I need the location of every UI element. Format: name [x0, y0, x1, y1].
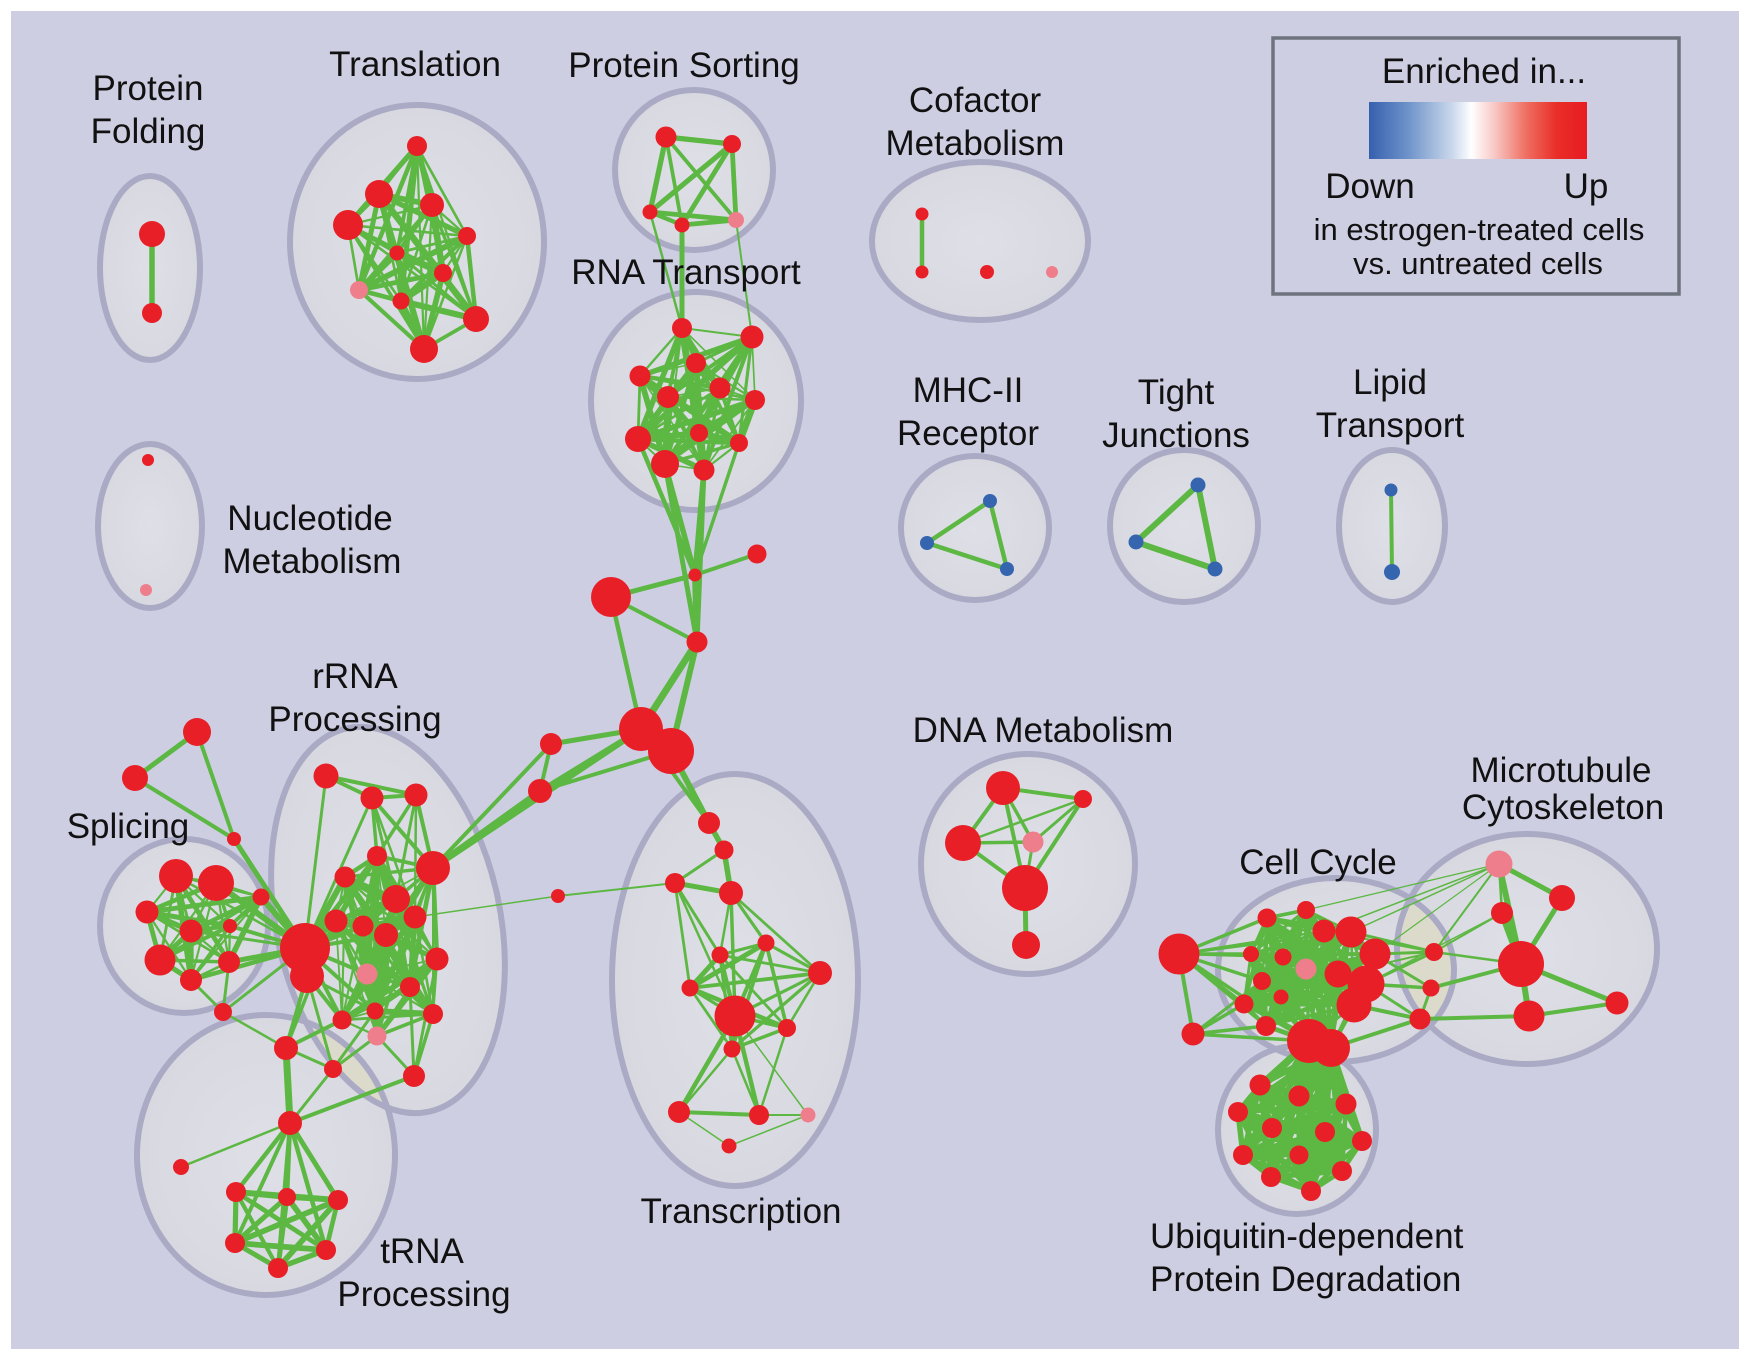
svg-text:Processing: Processing: [337, 1275, 510, 1314]
svg-text:Splicing: Splicing: [67, 807, 190, 846]
svg-text:Down: Down: [1325, 167, 1414, 206]
svg-text:Microtubule: Microtubule: [1471, 751, 1652, 790]
svg-text:Transport: Transport: [1316, 406, 1465, 445]
svg-text:Cofactor: Cofactor: [909, 81, 1042, 120]
svg-text:vs. untreated cells: vs. untreated cells: [1353, 246, 1603, 281]
svg-text:Protein Degradation: Protein Degradation: [1150, 1260, 1461, 1299]
svg-text:Nucleotide: Nucleotide: [227, 499, 392, 538]
svg-text:Ubiquitin-dependent: Ubiquitin-dependent: [1150, 1217, 1464, 1256]
svg-text:RNA Transport: RNA Transport: [571, 253, 801, 292]
svg-text:rRNA: rRNA: [312, 657, 398, 696]
svg-text:in estrogen-treated cells: in estrogen-treated cells: [1314, 212, 1645, 247]
svg-text:Transcription: Transcription: [641, 1192, 842, 1231]
svg-text:MHC-II: MHC-II: [913, 371, 1024, 410]
svg-text:Folding: Folding: [91, 112, 206, 151]
svg-text:tRNA: tRNA: [380, 1232, 464, 1271]
svg-text:Translation: Translation: [329, 45, 501, 84]
svg-text:Tight: Tight: [1138, 373, 1215, 412]
svg-text:Metabolism: Metabolism: [886, 124, 1065, 163]
svg-text:Receptor: Receptor: [897, 414, 1039, 453]
svg-text:DNA Metabolism: DNA Metabolism: [913, 711, 1174, 750]
svg-text:Processing: Processing: [268, 700, 441, 739]
svg-text:Protein: Protein: [93, 69, 204, 108]
svg-text:Lipid: Lipid: [1353, 363, 1427, 402]
svg-text:Junctions: Junctions: [1102, 416, 1250, 455]
svg-text:Cell Cycle: Cell Cycle: [1239, 843, 1397, 882]
svg-text:Up: Up: [1564, 167, 1609, 206]
svg-text:Cytoskeleton: Cytoskeleton: [1462, 788, 1664, 827]
svg-text:Protein Sorting: Protein Sorting: [568, 46, 800, 85]
svg-text:Metabolism: Metabolism: [223, 542, 402, 581]
svg-text:Enriched in...: Enriched in...: [1382, 52, 1586, 91]
